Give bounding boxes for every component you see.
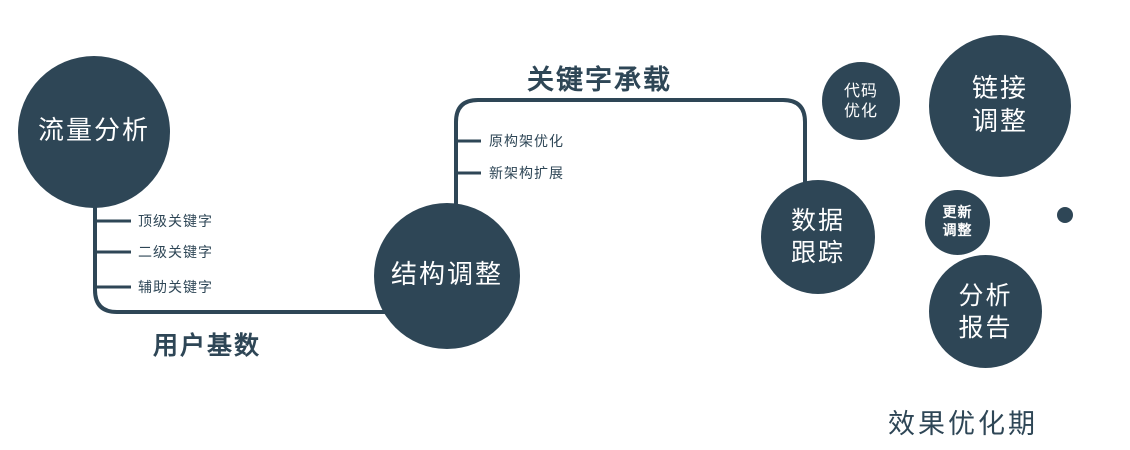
- node-analysis-report-line2: 报告: [958, 312, 1013, 342]
- node-data-tracking-line2: 跟踪: [790, 238, 845, 267]
- footer-label-effect-optimization: 效果优化期: [888, 409, 1038, 440]
- node-data-tracking-line1: 数据: [790, 206, 845, 235]
- node-update-adjustment-line2: 调整: [942, 222, 973, 239]
- node-structure-adjustment: 结构调整: [374, 203, 520, 349]
- edge-traffic-to-structure: [93, 160, 398, 314]
- edge-label-user-base: 用户基数: [153, 331, 262, 360]
- node-code-optimization-line1: 代码: [843, 80, 878, 100]
- node-analysis-report: 分析 报告: [929, 255, 1042, 368]
- edge-structure-to-tracking: [454, 98, 807, 228]
- node-analysis-report-line1: 分析: [958, 280, 1013, 310]
- node-code-optimization-line2: 优化: [843, 101, 878, 120]
- node-link-adjustment-line1: 链接: [971, 73, 1028, 104]
- branch-label-aux-keywords: 辅助关键字: [138, 280, 213, 296]
- node-link-adjustment-line2: 调整: [971, 107, 1028, 137]
- node-update-adjustment: 更新 调整: [925, 190, 990, 255]
- branch-label-second-keywords: 二级关键字: [138, 245, 213, 261]
- node-code-optimization: 代码 优化: [822, 62, 900, 140]
- node-data-tracking: 数据 跟踪: [761, 180, 875, 294]
- node-traffic-analysis: 流量分析: [18, 56, 170, 208]
- edge-label-keyword-bearing: 关键字承载: [527, 65, 672, 96]
- node-structure-adjustment-label: 结构调整: [390, 260, 503, 291]
- node-traffic-analysis-label: 流量分析: [37, 116, 150, 147]
- branch-label-original-architecture: 原构架优化: [489, 134, 564, 150]
- dot-marker: [1057, 207, 1073, 223]
- node-update-adjustment-line1: 更新: [942, 204, 973, 221]
- node-link-adjustment: 链接 调整: [929, 35, 1071, 177]
- branch-label-top-keywords: 顶级关键字: [138, 214, 213, 230]
- branch-label-new-architecture: 新架构扩展: [489, 166, 564, 182]
